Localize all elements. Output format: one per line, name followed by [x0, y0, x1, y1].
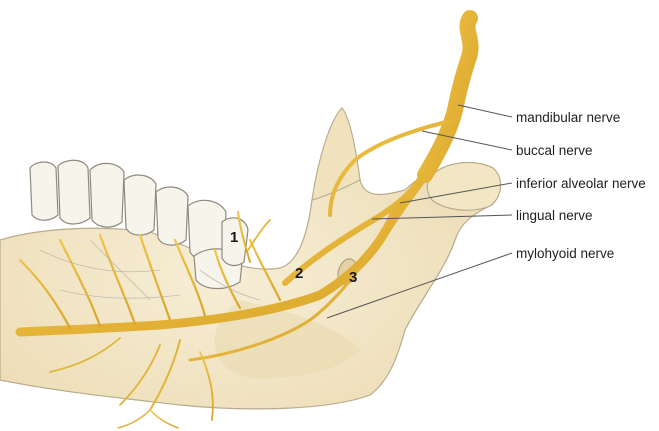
label-mylohyoid-nerve: mylohyoid nerve — [516, 246, 614, 261]
tooth-3 — [90, 163, 124, 227]
label-buccal-nerve: buccal nerve — [516, 143, 593, 158]
condyle — [427, 163, 500, 211]
tooth-4 — [124, 175, 156, 235]
tooth-2 — [58, 160, 90, 224]
marker-2: 2 — [295, 265, 303, 282]
mandibular-trunk — [425, 18, 471, 175]
tooth-1 — [30, 162, 58, 220]
tooth-5 — [156, 187, 188, 245]
marker-3: 3 — [349, 269, 357, 286]
label-inferior-alveolar-nerve: inferior alveolar nerve — [516, 176, 646, 191]
buccal-terminal — [248, 220, 270, 250]
leader-mandibular — [458, 105, 512, 117]
label-mandibular-nerve: mandibular nerve — [516, 110, 620, 125]
lower-branch — [118, 410, 150, 428]
marker-1: 1 — [230, 229, 238, 246]
label-lingual-nerve: lingual nerve — [516, 208, 593, 223]
lower-branch — [150, 410, 178, 428]
